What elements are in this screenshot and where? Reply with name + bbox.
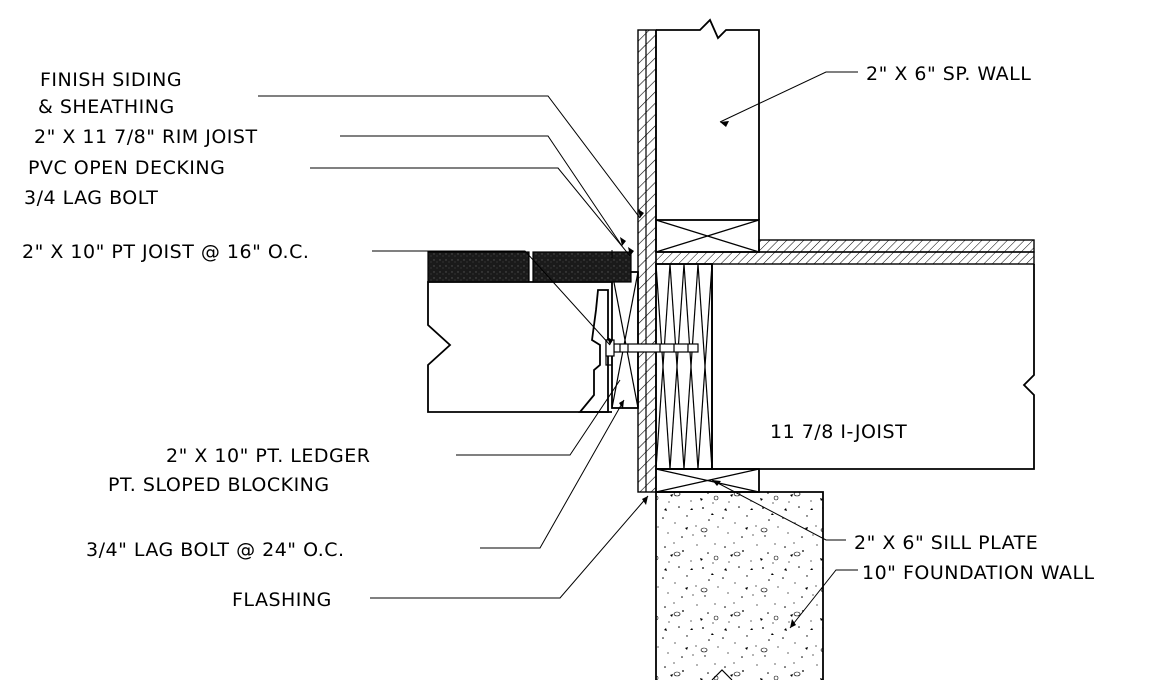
label-rim-joist: 2" X 11 7/8" RIM JOIST (34, 126, 258, 148)
label-i-joist: 11 7/8 I-JOIST (770, 421, 907, 443)
deck-joist (427, 281, 612, 413)
callout-labels: FINISH SIDING & SHEATHING 2" X 11 7/8" R… (22, 63, 1095, 611)
label-ledger: 2" X 10" PT. LEDGER (166, 445, 370, 467)
bottom-plate (655, 219, 760, 253)
label-sloped-blocking: PT. SLOPED BLOCKING (108, 474, 330, 496)
ledger-board (611, 271, 639, 409)
label-sheathing: & SHEATHING (38, 96, 175, 118)
label-flashing: FLASHING (232, 589, 332, 611)
siding-and-sheathing (637, 29, 657, 493)
pvc-decking-boards (427, 251, 632, 283)
sill-plate (655, 468, 760, 493)
label-pvc-decking: PVC OPEN DECKING (28, 157, 225, 179)
label-pt-joist: 2" X 10" PT JOIST @ 16" O.C. (22, 241, 309, 263)
leader-lines (258, 71, 858, 629)
label-lag-bolt: 3/4 LAG BOLT (24, 187, 158, 209)
label-sp-wall: 2" X 6" SP. WALL (866, 63, 1031, 85)
label-foundation-wall: 10" FOUNDATION WALL (862, 562, 1095, 584)
label-finish-siding: FINISH SIDING (40, 69, 182, 91)
subfloor (758, 239, 1035, 253)
label-lag-bolt-24: 3/4" LAG BOLT @ 24" O.C. (86, 539, 345, 561)
rim-joist (655, 263, 713, 470)
foundation-wall (655, 491, 824, 680)
wall-stud (655, 18, 760, 220)
label-sill-plate: 2" X 6" SILL PLATE (854, 532, 1038, 554)
